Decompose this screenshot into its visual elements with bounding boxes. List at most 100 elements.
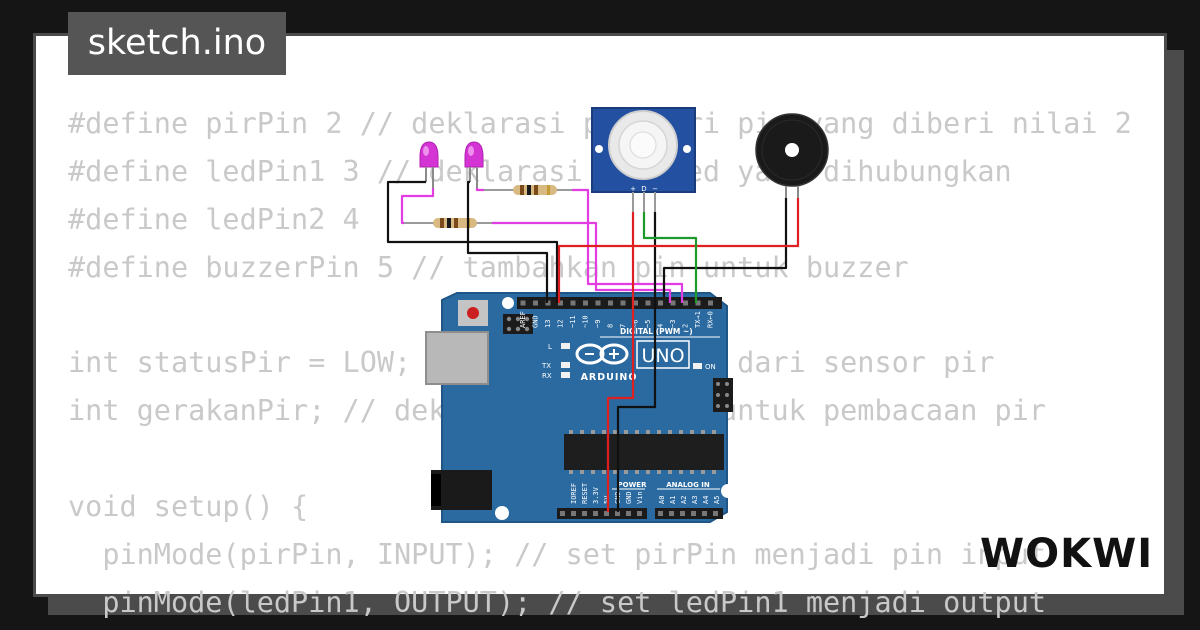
digital-pin[interactable] xyxy=(683,300,688,306)
wires xyxy=(386,180,800,512)
tx-led-label: TX xyxy=(541,362,551,370)
power-pin[interactable] xyxy=(560,511,565,516)
analog-pin[interactable] xyxy=(713,511,718,516)
power-pin[interactable] xyxy=(626,511,631,516)
pir-pin-data: D xyxy=(641,185,646,193)
arduino-logo xyxy=(575,343,629,365)
digital-pin-label: ~6 xyxy=(632,320,640,328)
resistor-1[interactable] xyxy=(484,185,572,195)
code-line: pinMode(pirPin, INPUT); // set pirPin me… xyxy=(68,538,1047,572)
digital-pin-label: 7 xyxy=(619,324,627,328)
digital-pin-label: ~3 xyxy=(669,320,677,328)
digital-pin-label: RX←0 xyxy=(707,311,715,328)
digital-pin-label: 8 xyxy=(607,324,615,328)
digital-pin[interactable] xyxy=(670,300,676,306)
digital-pin[interactable] xyxy=(608,300,613,306)
digital-pin[interactable] xyxy=(658,300,663,306)
pir-pin-gnd: − xyxy=(652,185,658,193)
wire-buzzer-pin xyxy=(557,198,800,303)
digital-pin-label: ~5 xyxy=(644,320,652,328)
analog-pin[interactable] xyxy=(680,511,685,516)
l-led xyxy=(561,343,570,349)
wire-pir-vcc xyxy=(606,212,635,512)
digital-pin[interactable] xyxy=(695,300,701,306)
power-pin-label: Vin xyxy=(636,491,644,504)
analog-pin-label: A2 xyxy=(680,496,688,504)
analog-pin[interactable] xyxy=(691,511,696,516)
tx-led xyxy=(561,362,570,368)
power-pin[interactable] xyxy=(582,511,587,516)
wire-led1-gnd xyxy=(386,180,559,303)
rx-led xyxy=(561,372,570,378)
digital-pin-label: TX→1 xyxy=(694,311,702,328)
wire-resistor1-pin4 xyxy=(572,188,684,303)
digital-pin-label: ~10 xyxy=(582,315,590,328)
buzzer[interactable] xyxy=(755,113,829,198)
digital-pin[interactable] xyxy=(645,300,651,306)
l-led-label: L xyxy=(548,343,552,351)
wokwi-logo: WOKWI xyxy=(980,531,1153,577)
wire-led2-resistor xyxy=(475,188,484,192)
file-title: sketch.ino xyxy=(68,12,286,75)
analog-pin[interactable] xyxy=(669,511,674,516)
wire-pir-gnd xyxy=(616,212,657,512)
pir-pin-vcc: + xyxy=(630,185,636,193)
digital-pin[interactable] xyxy=(558,300,563,306)
led-2[interactable] xyxy=(464,141,484,188)
analog-pin-label: A1 xyxy=(669,496,677,504)
usb-port xyxy=(425,331,489,385)
brand-name: WOKWI xyxy=(980,531,1153,577)
digital-pin-label: 13 xyxy=(544,320,552,328)
digital-pin[interactable] xyxy=(583,300,588,306)
analog-pin-label: A5 xyxy=(713,496,721,504)
power-label: POWER xyxy=(618,481,648,489)
wire-resistor2-pin3 xyxy=(492,221,672,303)
power-pin[interactable] xyxy=(604,511,609,516)
digital-label: DIGITAL (PWM ~) xyxy=(620,327,693,336)
rx-led-label: RX xyxy=(542,372,552,380)
power-pin[interactable] xyxy=(637,511,642,516)
power-pin[interactable] xyxy=(593,511,598,516)
digital-pin[interactable] xyxy=(520,300,526,306)
power-pin-label: GND xyxy=(625,491,633,504)
wire-buzzer-gnd xyxy=(662,198,788,297)
code-line: #define ledPin1 3 // deklarasi pin led y… xyxy=(68,154,1012,188)
analog-pin-label: A3 xyxy=(691,496,699,504)
code-line: pinMode(ledPin1, OUTPUT); // set ledPin1… xyxy=(68,585,1047,619)
pir-sensor[interactable]: + D − xyxy=(591,107,696,212)
analog-pin[interactable] xyxy=(658,511,663,516)
led-1[interactable] xyxy=(419,141,439,188)
digital-pin-label: ~9 xyxy=(594,320,602,328)
digital-pin[interactable] xyxy=(633,300,638,306)
power-header xyxy=(557,508,647,519)
on-label: ON xyxy=(705,363,716,371)
digital-pin[interactable] xyxy=(620,300,626,306)
power-pin[interactable] xyxy=(615,511,620,516)
digital-pin[interactable] xyxy=(533,300,538,306)
wire-pir-data xyxy=(642,212,698,303)
atmega-chip xyxy=(564,434,724,470)
analog-pin-label: A4 xyxy=(702,496,710,504)
digital-pin[interactable] xyxy=(595,300,601,306)
digital-pin[interactable] xyxy=(570,300,576,306)
board-model: UNO xyxy=(641,345,684,367)
digital-pin-label: 4 xyxy=(657,324,665,328)
analog-pin[interactable] xyxy=(702,511,707,516)
resistor-2[interactable] xyxy=(404,218,492,228)
power-pin-label: 3.3V xyxy=(592,486,600,504)
wire-led2-gnd xyxy=(466,180,549,303)
code-line: #define ledPin2 4 xyxy=(68,202,360,236)
power-jack xyxy=(431,470,492,510)
power-pin[interactable] xyxy=(571,511,576,516)
digital-pin[interactable] xyxy=(708,300,713,306)
digital-pin-label: 2 xyxy=(682,324,690,328)
code-line: void setup() { xyxy=(68,490,309,524)
digital-pin-label: ~11 xyxy=(569,315,577,328)
analog-label: ANALOG IN xyxy=(666,481,710,489)
analog-header xyxy=(655,508,723,519)
on-led xyxy=(693,363,702,369)
digital-pin-label: AREF xyxy=(519,311,527,328)
digital-pin-label: GND xyxy=(532,315,540,328)
